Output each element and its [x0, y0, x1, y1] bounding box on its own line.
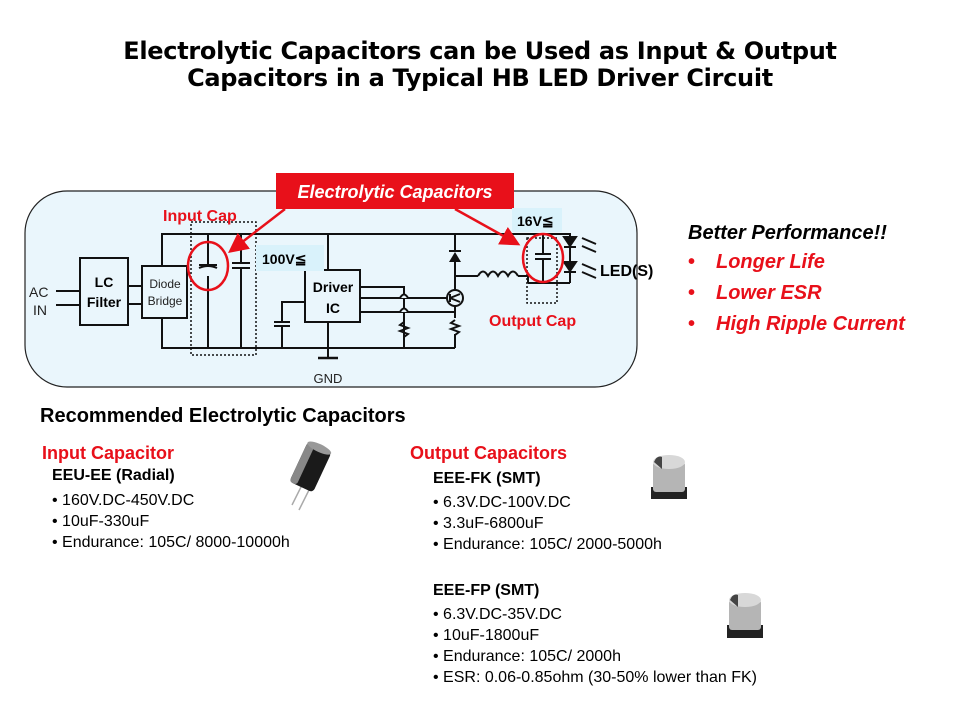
- led-icon: [562, 236, 597, 279]
- ac-in-label-2: IN: [33, 302, 47, 318]
- diode-bridge-label-2: Bridge: [148, 294, 183, 308]
- part-name-eee-fp: EEE-FP (SMT): [433, 582, 540, 599]
- slide-title: Electrolytic Capacitors can be Used as I…: [0, 38, 960, 92]
- diode-bridge-block: [141, 265, 188, 319]
- input-capacitor-heading: Input Capacitor: [42, 443, 175, 463]
- electrolytic-callout-box: [276, 173, 514, 209]
- part-name-eeu-ee: EEU-EE (Radial): [52, 467, 175, 484]
- performance-heading: Better Performance!!: [688, 222, 887, 244]
- output-capacitors-heading: Output Capacitors: [410, 443, 568, 463]
- lc-filter-block: [79, 257, 129, 326]
- lc-filter-label-2: Filter: [87, 294, 122, 310]
- spec-list-eeu-ee: 160V.DC-450V.DC 10uF-330uF Endurance: 10…: [52, 490, 290, 553]
- output-cap-circle: [521, 232, 565, 284]
- lc-filter-label-1: LC: [95, 274, 114, 290]
- input-cap-label: Input Cap: [163, 208, 237, 225]
- slide-title-line-2: Capacitors in a Typical HB LED Driver Ci…: [187, 64, 773, 92]
- recommended-heading: Recommended Electrolytic Capacitors: [40, 405, 406, 427]
- output-voltage-tag: 16V≦: [517, 213, 554, 229]
- driver-ic-label-2: IC: [326, 300, 340, 316]
- spec-list-eee-fk: 6.3V.DC-100V.DC 3.3uF-6800uF Endurance: …: [433, 492, 662, 555]
- performance-list: Better Performance!! •Longer Life •Lower…: [688, 222, 905, 344]
- output-cap-label: Output Cap: [489, 313, 576, 330]
- slide-title-line-1: Electrolytic Capacitors can be Used as I…: [123, 37, 837, 65]
- driver-ic-block: [304, 269, 361, 323]
- input-cap-highlight-box: [190, 221, 257, 356]
- gnd-label: GND: [314, 371, 343, 386]
- input-cap-circle: [186, 240, 230, 292]
- radial-capacitor-image: [290, 441, 332, 511]
- ac-in-label-1: AC: [29, 284, 48, 300]
- input-voltage-tag: 100V≦: [262, 251, 306, 267]
- performance-item: •Longer Life: [688, 251, 825, 273]
- leds-label: LED(S): [600, 263, 653, 280]
- diode-icon: [449, 252, 461, 262]
- electrolytic-callout-label: Electrolytic Capacitors: [297, 182, 492, 202]
- driver-ic-label-1: Driver: [313, 279, 354, 295]
- part-name-eee-fk: EEE-FK (SMT): [433, 470, 541, 487]
- diode-bridge-label-1: Diode: [149, 277, 181, 291]
- spec-list-eee-fp: 6.3V.DC-35V.DC 10uF-1800uF Endurance: 10…: [433, 604, 757, 688]
- performance-item: •Lower ESR: [688, 282, 822, 304]
- performance-item: •High Ripple Current: [688, 313, 905, 335]
